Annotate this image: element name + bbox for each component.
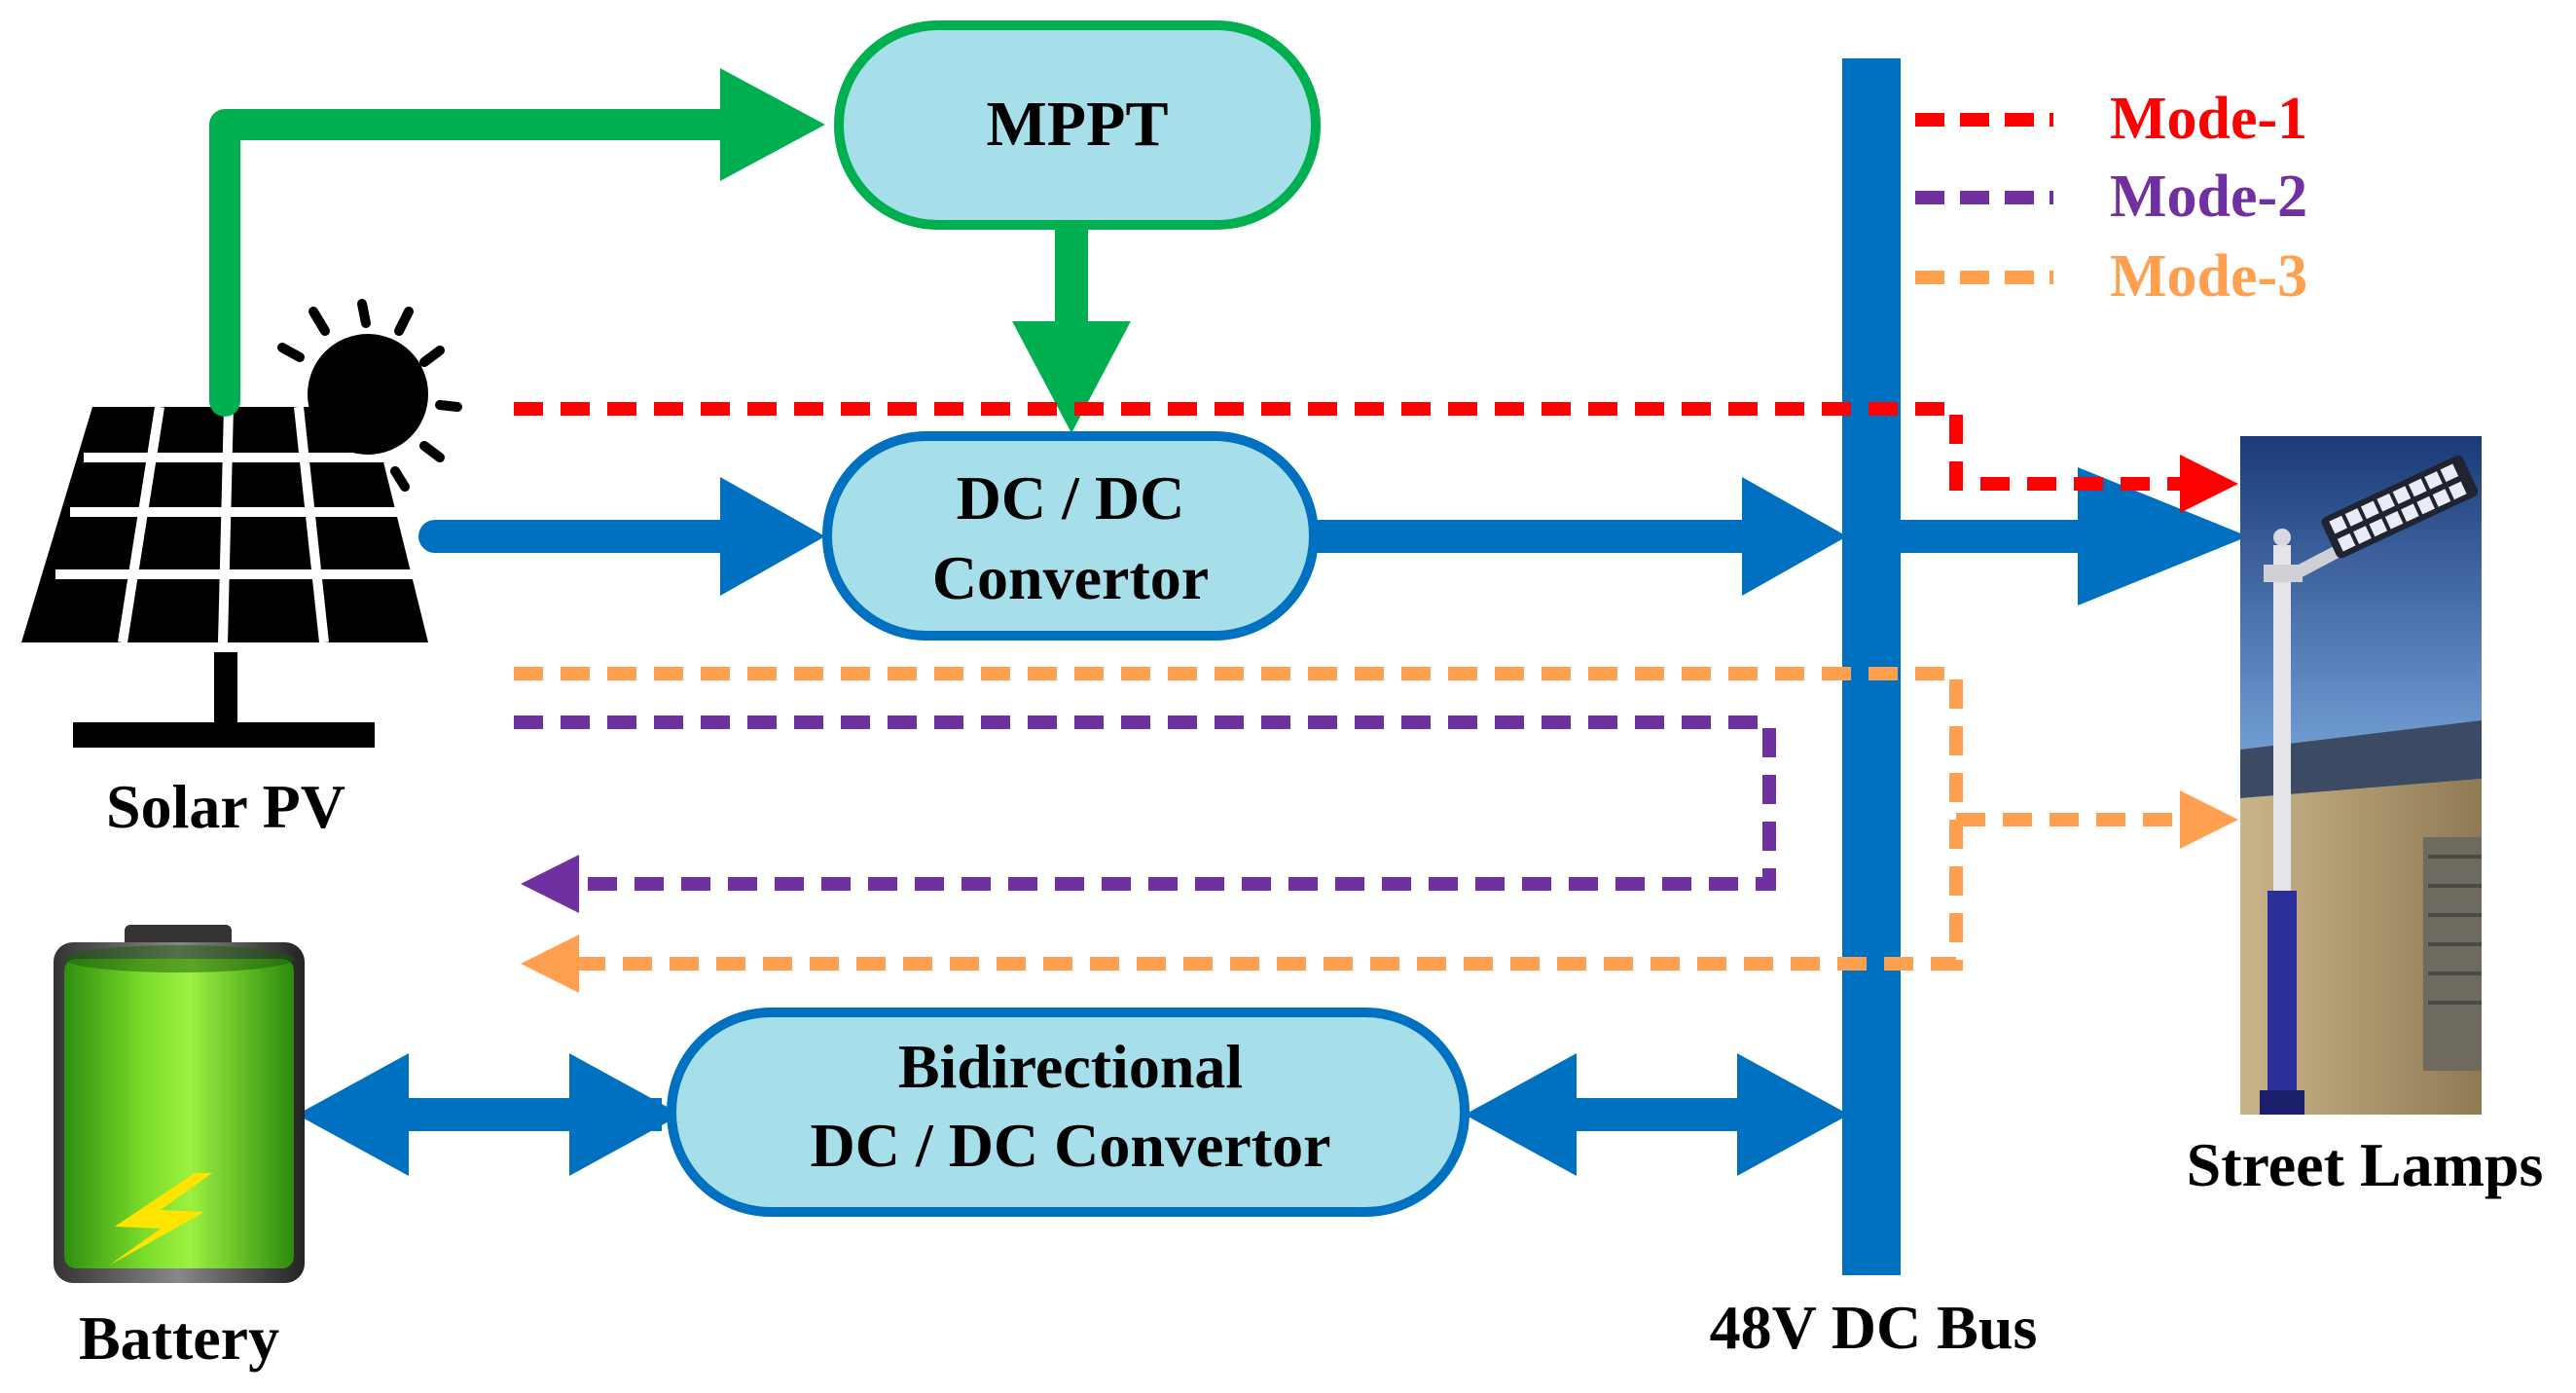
mppt-block: MPPT (834, 20, 1321, 230)
legend-item-mode-1: Mode-1 (1915, 86, 2307, 152)
mppt-control-flow (209, 68, 1131, 433)
battery-label: Battery (79, 1303, 279, 1373)
dcdc-label-line1: DC / DC (957, 463, 1185, 532)
dcdc-convertor-block: DC / DC Convertor (822, 431, 1319, 641)
legend-item-mode-3: Mode-3 (1915, 243, 2307, 310)
dc-bus-label: 48V DC Bus (1710, 1293, 2038, 1362)
legend-item-mode-2: Mode-2 (1915, 164, 2307, 230)
legend: Mode-1 Mode-2 Mode-3 (1915, 86, 2307, 310)
solar-panel-icon (21, 406, 428, 748)
mode-3-path (514, 667, 2238, 993)
bidirectional-convertor-block: Bidirectional DC / DC Convertor (667, 1008, 1469, 1217)
sun-icon (277, 299, 462, 492)
legend-label-mode-3: Mode-3 (2110, 243, 2307, 310)
battery-icon (54, 925, 305, 1283)
legend-label-mode-2: Mode-2 (2110, 164, 2307, 230)
pv-power-flow (418, 467, 2248, 605)
mppt-label: MPPT (987, 89, 1169, 160)
solar-pv-label: Solar PV (106, 772, 345, 841)
bidir-label-line2: DC / DC Convertor (811, 1111, 1331, 1180)
mode-1-path (514, 402, 2238, 513)
mode-2-path (514, 715, 1776, 913)
legend-label-mode-1: Mode-1 (2110, 86, 2307, 152)
battery-power-flow (297, 1053, 1849, 1176)
street-lamp-image (2240, 436, 2482, 1115)
dcdc-label-line2: Convertor (932, 543, 1209, 612)
bidir-label-line1: Bidirectional (898, 1032, 1243, 1101)
street-lamps-label: Street Lamps (2187, 1130, 2544, 1199)
